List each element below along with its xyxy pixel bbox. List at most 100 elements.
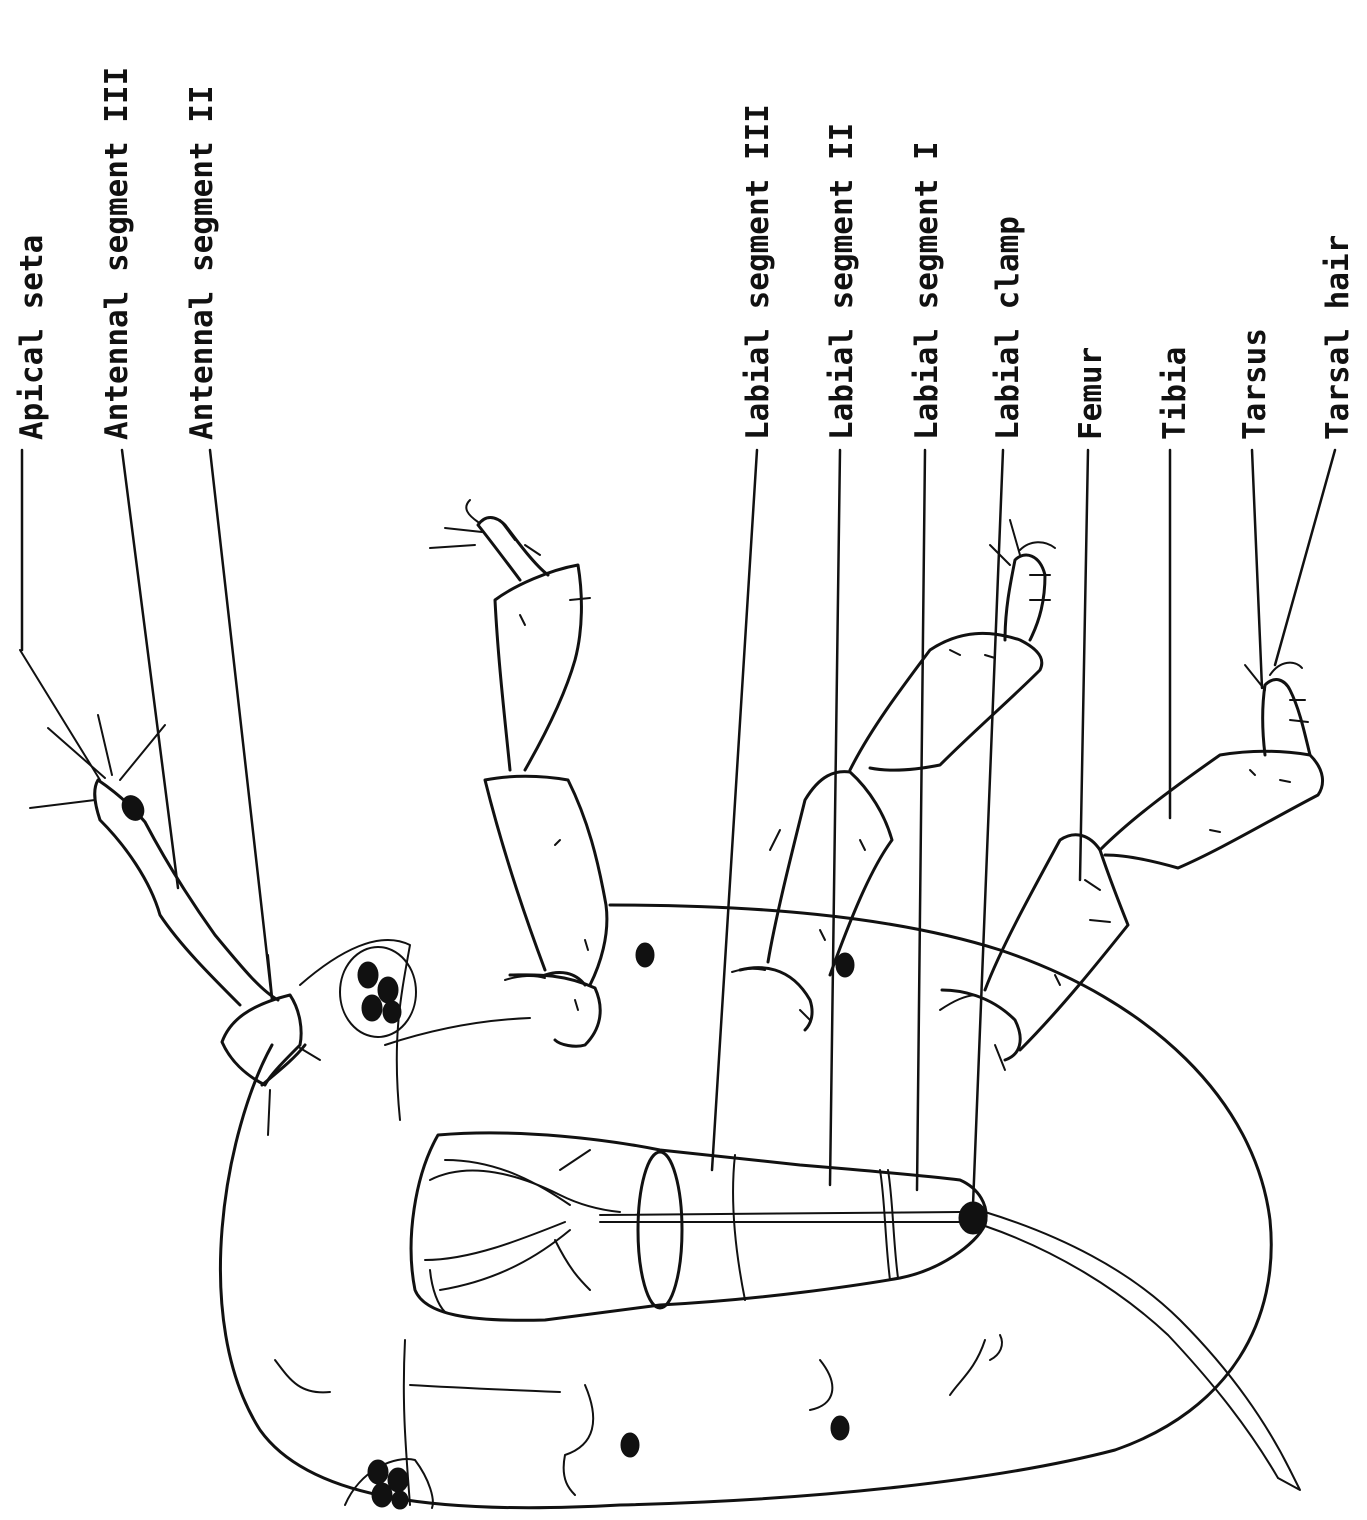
stylet-3 <box>425 1222 565 1260</box>
spiracle-1 <box>636 943 654 967</box>
leg1-hair-5 <box>570 598 590 600</box>
labium <box>411 1133 1300 1490</box>
leg1-coxa <box>510 975 600 1046</box>
leader-tarsal-hair <box>1275 450 1335 665</box>
body <box>220 905 1271 1509</box>
leg2-tarsus <box>1005 555 1045 640</box>
leg1-hair-1 <box>430 545 475 548</box>
antennal-base-hair-2 <box>300 1048 320 1060</box>
body-fold-2 <box>564 1385 594 1495</box>
labial-segment-divider-2 <box>880 1170 890 1280</box>
leg1-tibia <box>495 565 581 770</box>
leg2-edge <box>732 969 765 972</box>
leg3-hair-4 <box>1250 770 1255 775</box>
leader-labial-segment-i <box>917 450 925 1190</box>
leg3-hair-5 <box>1280 780 1290 782</box>
leg1-claw <box>466 500 478 522</box>
leg2-femur <box>768 772 892 975</box>
antennal-base-hair <box>268 1090 270 1135</box>
leader-lines <box>22 450 1335 1205</box>
label-tarsus: Tarsus <box>1237 328 1273 440</box>
leg2-coxa <box>740 968 812 1030</box>
leg3-hair-3 <box>1290 720 1308 722</box>
stylet-bundle-a <box>600 1212 960 1215</box>
stylet-1 <box>430 1171 620 1212</box>
spiracle-4 <box>831 1416 849 1440</box>
stylet-5 <box>560 1150 590 1170</box>
leg1-hair-7 <box>555 840 560 845</box>
leader-femur <box>1080 450 1088 880</box>
leg2-hair-6 <box>985 655 995 658</box>
leg2-tibia <box>850 633 1042 770</box>
labels: Apical seta Antennal segment III Antenna… <box>14 67 1356 440</box>
antennal-segment-i <box>222 995 301 1085</box>
labium-outline <box>411 1133 986 1320</box>
body-fold-3 <box>810 1360 832 1410</box>
labial-segment-divider-1 <box>733 1155 745 1300</box>
leader-antennal-segment-ii <box>210 450 272 1000</box>
leader-tarsus <box>1252 450 1262 688</box>
leg2-hair-8 <box>820 930 825 940</box>
label-antennal-segment-ii: Antennal segment II <box>184 85 220 440</box>
leg3-hair-8 <box>1090 920 1110 922</box>
body-outline <box>220 905 1271 1508</box>
label-labial-clamp: Labial clamp <box>990 216 1026 440</box>
body-fold-1 <box>275 1360 330 1392</box>
abdomen-line <box>410 1385 560 1392</box>
leg1-tarsus <box>478 518 548 581</box>
leg1-hair-8 <box>585 940 588 950</box>
label-tibia: Tibia <box>1157 347 1193 440</box>
leg1-hair-3 <box>500 520 515 540</box>
spiracle-3 <box>621 1433 639 1457</box>
stylet-6 <box>555 1240 590 1290</box>
leg1-hair-6 <box>520 615 525 625</box>
leg2-hair-5 <box>950 650 960 655</box>
leg1-edge <box>505 976 545 980</box>
leg2-scratch <box>770 830 780 850</box>
labial-clamp-dot <box>959 1202 987 1234</box>
leader-labial-clamp <box>973 450 1003 1205</box>
leg3-tibia <box>1100 751 1323 868</box>
leg1-femur <box>485 776 607 985</box>
label-antennal-segment-iii: Antennal segment III <box>99 67 135 440</box>
leg2-hair-9 <box>800 1010 810 1020</box>
leader-labial-segment-ii <box>830 450 840 1185</box>
stylet-2 <box>445 1160 570 1205</box>
label-apical-seta: Apical seta <box>14 235 50 440</box>
head-division <box>300 940 410 1120</box>
leg3-hair-7 <box>1085 880 1100 890</box>
stylet-out-b <box>985 1226 1278 1478</box>
label-labial-segment-i: Labial segment I <box>909 141 945 440</box>
leg-1 <box>430 500 607 1046</box>
leg2-hair-7 <box>860 840 865 850</box>
leg3-edge-2 <box>995 1045 1005 1070</box>
leg3-edge <box>940 995 975 1010</box>
body-fold-4 <box>950 1340 985 1395</box>
leg3-femur <box>985 835 1128 1050</box>
leg1-hair-9 <box>575 1000 578 1010</box>
leg-3 <box>940 663 1323 1070</box>
leg2-claw <box>1020 542 1055 550</box>
stylet-4 <box>440 1230 570 1290</box>
labial-ring <box>638 1152 682 1308</box>
leg2-hair-2 <box>1010 520 1020 555</box>
leader-antennal-segment-iii <box>122 450 178 888</box>
labial-segment-divider-3 <box>888 1170 898 1278</box>
leg3-tarsus <box>1263 680 1310 755</box>
label-labial-segment-ii: Labial segment II <box>824 123 860 440</box>
stylet-out-a <box>985 1212 1290 1470</box>
label-labial-segment-iii: Labial segment III <box>740 104 776 440</box>
apical-setae <box>20 650 165 808</box>
leader-labial-segment-iii <box>712 450 757 1170</box>
antenna <box>20 650 320 1135</box>
leg1-hair-2 <box>445 528 482 532</box>
label-femur: Femur <box>1073 347 1109 440</box>
label-tarsal-hair: Tarsal hair <box>1320 235 1356 440</box>
body-fold-5 <box>990 1335 1002 1360</box>
leg3-hair-6 <box>1210 830 1220 832</box>
leg3-hair-9 <box>1055 975 1060 985</box>
eye-upper <box>340 947 416 1037</box>
spiracle-2 <box>836 953 854 977</box>
